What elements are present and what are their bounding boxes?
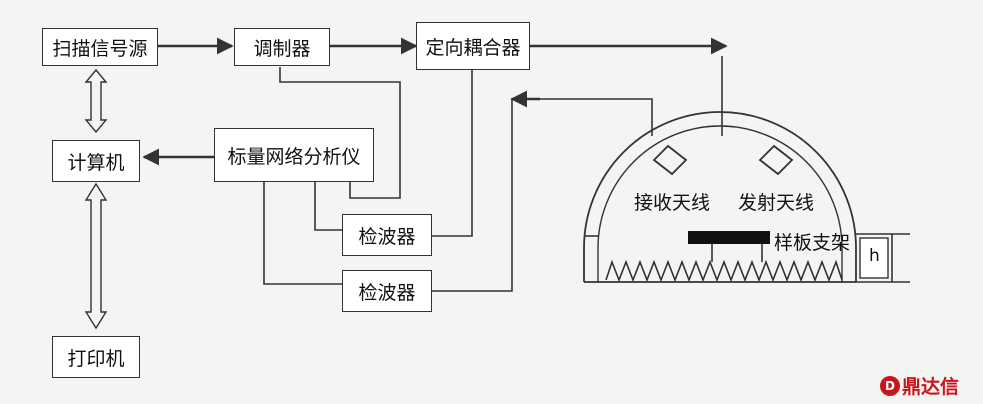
node-analyzer: 标量网络分析仪 [214,128,374,182]
watermark-logo: D 鼎达信 [880,372,959,399]
node-scan-source: 扫描信号源 [42,28,158,66]
tx-antenna-icon [758,144,794,176]
label-tx-antenna: 发射天线 [738,192,815,214]
line-modulator-to-detector1 [279,67,401,199]
line-detector2-to-rx-antenna [432,98,653,292]
chamber-dome-outer [583,111,857,282]
node-computer: 计算机 [52,140,140,182]
line-analyzer-to-detector2 [263,182,342,285]
line-coupler-to-detector1 [432,70,473,237]
chamber-dome-inner [597,125,843,282]
sample-plate [688,231,770,244]
label-height: h [869,246,880,266]
node-detector-1: 检波器 [342,214,432,256]
absorber-cones [605,259,843,283]
node-detector-2: 检波器 [342,270,432,312]
label-rx-antenna: 接收天线 [634,192,711,214]
watermark-mark-icon: D [880,375,900,396]
double-arrow-source-computer [84,68,108,134]
line-analyzer-to-detector1 [314,182,342,231]
node-coupler: 定向耦合器 [416,22,530,70]
rx-antenna-icon [652,144,688,176]
watermark-text: 鼎达信 [902,376,960,398]
height-box [859,237,889,279]
label-sample-holder: 样板支架 [774,232,851,254]
double-arrow-computer-printer [84,182,108,330]
node-printer: 打印机 [52,336,140,378]
node-modulator: 调制器 [234,28,330,66]
